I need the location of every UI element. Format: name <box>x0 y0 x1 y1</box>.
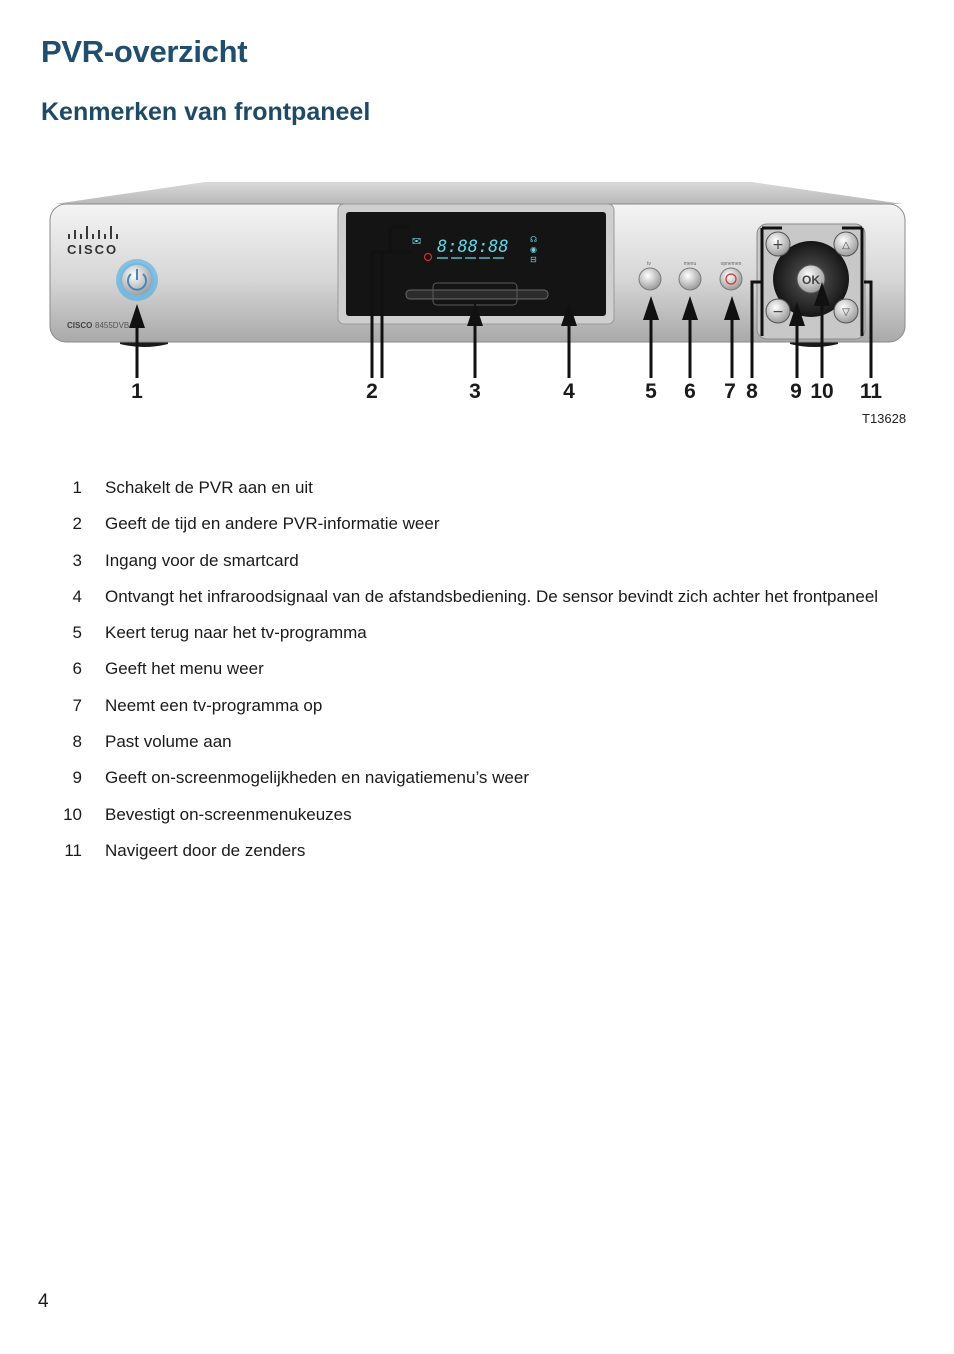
record-button-label: opnemen <box>721 261 742 267</box>
legend-item: 3 Ingang voor de smartcard <box>55 551 878 587</box>
legend-item: 7 Neemt een tv-programma op <box>55 696 878 732</box>
callout-8: 8 <box>746 380 758 403</box>
legend-item: 2 Geeft de tijd en andere PVR-informatie … <box>55 514 878 550</box>
legend-number: 6 <box>72 659 82 679</box>
legend-number: 3 <box>72 550 82 570</box>
channel-up-button <box>833 231 859 257</box>
legend-text: Neemt een tv-programma op <box>105 695 323 715</box>
callout-4: 4 <box>563 380 575 403</box>
callout-11: 11 <box>859 380 883 403</box>
front-panel-illustration: CISCO CISCO 8455DVB ✉ 8:88:88 ☊ ◉ ⊟ tv m… <box>49 182 906 378</box>
arrow-4 <box>561 302 577 326</box>
legend-number: 1 <box>72 478 82 497</box>
legend-item: 4 Ontvangt het infraroodsignaal van de af… <box>55 586 879 623</box>
legend-text: Schakelt de PVR aan en uit <box>105 478 313 497</box>
callout-3: 3 <box>469 380 481 403</box>
legend-item: 11 Navigeert door de zenders <box>55 841 878 877</box>
legend-text: Keert terug naar het tv-programma <box>105 623 367 643</box>
legend-number: 8 <box>72 732 82 752</box>
callout-9: 9 <box>790 380 802 403</box>
callout-1: 1 <box>131 380 143 403</box>
legend-number: 11 <box>64 840 82 860</box>
legend-item: 6 Geeft het menu weer <box>55 659 878 695</box>
legend-item: 10 Bevestigt on-screenmenukeuzes <box>55 805 878 841</box>
arrow-9 <box>789 302 805 326</box>
legend-text: Ontvangt het infraroodsignaal van de afs… <box>105 586 879 606</box>
display-window <box>346 212 606 316</box>
svg-text:◉: ◉ <box>530 245 537 254</box>
legend-text: Bevestigt on-screenmenukeuzes <box>105 804 352 824</box>
callout-2: 2 <box>366 380 378 403</box>
legend-text: Geeft on-screenmogelijkheden en navigati… <box>105 768 529 788</box>
arrow-6 <box>682 296 698 320</box>
plus-icon: + <box>772 237 784 253</box>
record-indicator-icon <box>423 252 433 262</box>
record-icon <box>725 273 737 285</box>
legend-item: 5 Keert terug naar het tv-programma <box>55 623 878 659</box>
tv-button <box>638 267 662 291</box>
legend-item: 8 Past volume aan <box>55 732 878 768</box>
record-button <box>719 267 743 291</box>
mail-icon: ✉ <box>412 235 421 248</box>
figure-code: T13628 <box>862 411 907 426</box>
legend-text: Ingang voor de smartcard <box>105 550 299 570</box>
callout-5: 5 <box>645 380 657 403</box>
page-title: PVR-overzicht <box>41 34 248 69</box>
triangle-up-icon: △ <box>842 240 850 251</box>
volume-up-button <box>765 231 791 257</box>
legend-item: 1 Schakelt de PVR aan en uit <box>55 478 878 514</box>
legend-text: Past volume aan <box>105 732 232 752</box>
menu-button-label: menu <box>684 261 697 267</box>
legend-number: 9 <box>72 768 82 788</box>
minus-icon: − <box>772 304 784 320</box>
legend-text: Geeft de tijd en andere PVR-informatie w… <box>105 514 440 534</box>
ok-button <box>796 264 826 294</box>
volume-down-button <box>765 298 791 324</box>
callout-brackets <box>370 225 873 378</box>
menu-button <box>678 267 702 291</box>
callout-10: 10 <box>810 380 834 403</box>
display-digits: 8:88:88 <box>437 237 509 257</box>
svg-text:⊟: ⊟ <box>530 255 537 264</box>
legend-text: Geeft het menu weer <box>105 659 264 679</box>
section-title: Kenmerken van frontpaneel <box>41 98 371 126</box>
page-number: 4 <box>38 1291 49 1312</box>
brand-logo-text: CISCO <box>67 242 118 257</box>
arrow-10 <box>814 282 830 306</box>
legend-number: 10 <box>63 804 82 824</box>
cisco-logo-icon <box>68 226 118 239</box>
legend-number: 4 <box>72 586 82 606</box>
arrow-7 <box>724 296 740 320</box>
feature-legend: 1 Schakelt de PVR aan en uit 2 Geeft de ti… <box>55 478 878 877</box>
top-cover <box>55 182 903 204</box>
arrow-3 <box>467 302 483 326</box>
callout-6: 6 <box>684 380 696 403</box>
tv-button-label: tv <box>647 261 651 267</box>
smartcard-slot <box>405 289 549 300</box>
model-label-brand: CISCO <box>67 321 92 330</box>
legend-number: 5 <box>72 623 82 643</box>
arrow-5 <box>643 296 659 320</box>
legend-number: 7 <box>72 695 82 715</box>
ok-label: OK <box>802 273 820 287</box>
legend-number: 2 <box>72 514 82 534</box>
legend-item: 9 Geeft on-screenmogelijkheden en navigat… <box>55 768 878 804</box>
status-icons: ☊ <box>530 235 537 244</box>
callout-7: 7 <box>724 380 736 403</box>
arrow-1 <box>129 304 145 328</box>
legend-text: Navigeert door de zenders <box>105 840 306 860</box>
channel-down-button <box>833 298 859 324</box>
callout-arrows <box>135 298 824 378</box>
front-panel-figure: CISCO CISCO 8455DVB ✉ 8:88:88 ☊ ◉ ⊟ tv m… <box>0 170 954 440</box>
model-label-model: 8455DVB <box>95 321 129 330</box>
triangle-down-icon: ▽ <box>842 307 850 318</box>
power-icon <box>127 273 147 291</box>
